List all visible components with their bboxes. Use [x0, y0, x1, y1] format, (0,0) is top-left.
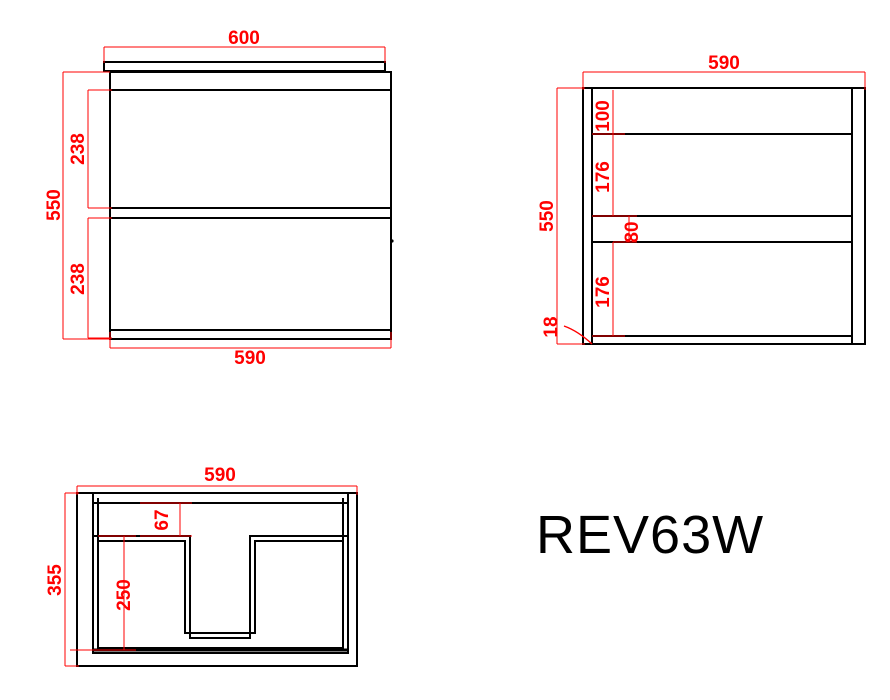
dim-label-550-front: 550: [44, 189, 65, 221]
plan-sink-cutout-inner: [98, 540, 343, 634]
dim-plan-width-590: 590: [76, 465, 358, 495]
dim-front-drawer-upper-238: 238: [68, 89, 112, 209]
dim-side-height-550: 550: [537, 87, 585, 345]
front-drawer-lower: [110, 217, 391, 331]
stray-dot-marker: [390, 239, 394, 243]
dim-label-355: 355: [45, 564, 66, 596]
dim-plan-depth-355: 355: [45, 492, 79, 667]
dim-front-width-590: 590: [109, 332, 392, 369]
dim-plan-250: 250: [70, 535, 136, 651]
dim-label-600: 600: [228, 28, 260, 49]
front-drawer-upper: [110, 89, 391, 209]
dim-label-550-side: 550: [537, 200, 558, 232]
part-number-label: REV63W: [536, 505, 764, 565]
dim-label-67: 67: [152, 509, 173, 530]
front-countertop: [103, 61, 386, 72]
dim-plan-67: 67: [140, 502, 192, 537]
plan-inner-outline: [92, 493, 349, 654]
dim-side-176-upper: 176: [592, 134, 625, 217]
dim-side-panel-18: 18: [541, 310, 593, 345]
dim-label-590-side: 590: [708, 53, 740, 74]
front-cabinet-body: [109, 71, 392, 340]
dim-front-drawer-lower-238: 238: [68, 217, 112, 339]
dim-side-100: 100: [592, 90, 625, 135]
dim-label-176-lower: 176: [593, 276, 614, 308]
side-cabinet-body: [582, 87, 866, 345]
dim-label-590-front: 590: [234, 348, 266, 369]
dim-front-height-550: 550: [44, 71, 110, 340]
dim-side-176-lower: 176: [592, 242, 625, 337]
dim-label-238-upper: 238: [68, 133, 89, 165]
dim-side-80: 80: [613, 215, 643, 243]
front-elevation-view: 600 590 550 238: [44, 28, 394, 369]
side-elevation-view: 590 550 100 176: [537, 53, 866, 345]
dim-label-590-plan: 590: [204, 465, 236, 486]
dim-side-depth-590: 590: [582, 53, 866, 90]
dim-front-width-600: 600: [103, 28, 386, 63]
dim-label-176-upper: 176: [593, 161, 614, 193]
dim-label-250: 250: [114, 579, 135, 611]
dim-label-238-lower: 238: [68, 263, 89, 295]
dim-label-100: 100: [593, 100, 614, 132]
plan-view: 590 355 67 250: [45, 465, 358, 667]
plan-outer-outline: [76, 492, 358, 667]
dim-label-80: 80: [622, 221, 643, 242]
dim-label-18: 18: [541, 316, 562, 337]
